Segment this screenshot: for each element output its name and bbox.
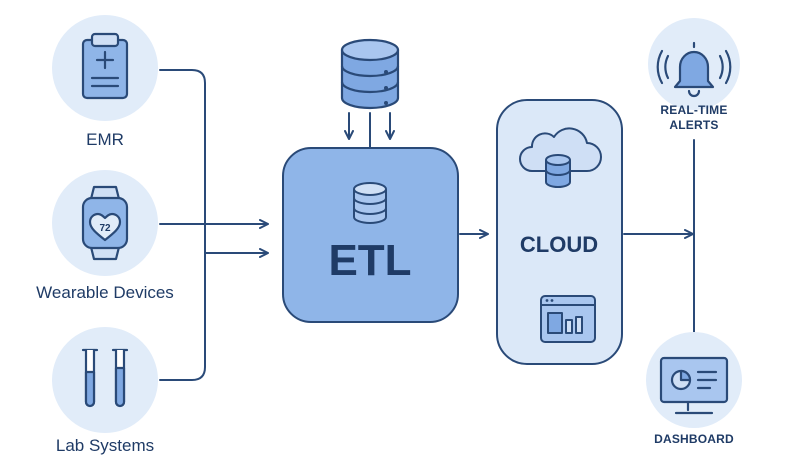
source-label-emr: EMR [86, 130, 124, 149]
source-lab-systems [52, 327, 158, 433]
etl-label: ETL [328, 236, 411, 285]
etl-box: ETL [282, 147, 459, 323]
output-dashboard [646, 332, 742, 428]
source-label-lab-systems: Lab Systems [55, 436, 155, 455]
source-label-wearable-devices: Wearable Devices [36, 283, 174, 302]
bell-icon [656, 41, 732, 98]
monitor-chart-icon [659, 356, 729, 415]
cloud-box: CLOUD [496, 99, 623, 365]
cloud-database-icon [519, 127, 602, 188]
watch-value: 72 [99, 223, 111, 234]
external-database [340, 38, 400, 110]
output-label-line1: REAL-TIME [660, 103, 728, 117]
output-label-dashboard: DASHBOARD [654, 432, 734, 446]
database-icon [353, 182, 387, 224]
database-icon [340, 38, 400, 110]
output-label-line2: ALERTS [669, 118, 719, 132]
analytics-window-icon [540, 295, 596, 343]
source-connectors [159, 69, 269, 381]
output-real-time-alerts [648, 18, 740, 110]
source-emr [52, 15, 158, 121]
source-wearable-devices: 72 [52, 170, 158, 276]
clipboard-medical-icon [81, 32, 129, 100]
smartwatch-icon [81, 185, 129, 261]
output-label-real-time-alerts: REAL-TIME ALERTS [614, 103, 774, 133]
test-tubes-icon [81, 348, 129, 408]
cloud-label: CLOUD [520, 232, 598, 257]
output-connector [623, 139, 695, 333]
